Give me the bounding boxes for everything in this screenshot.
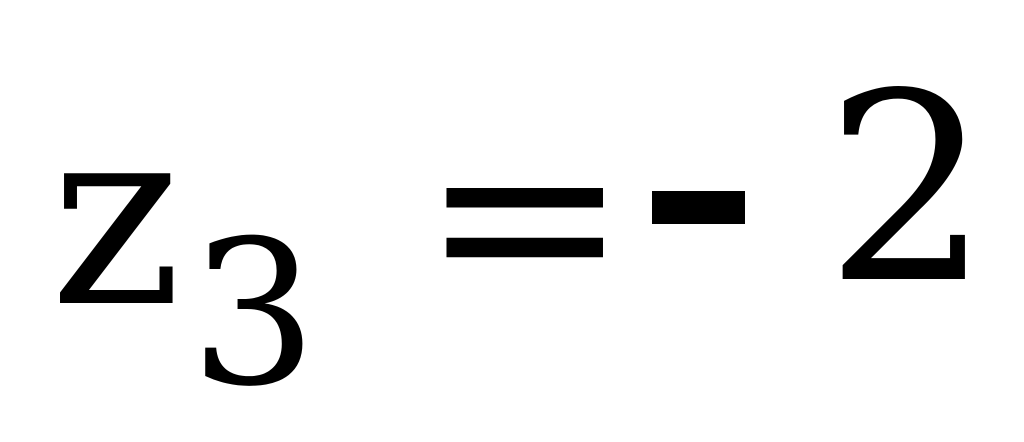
equation-value: 2 xyxy=(825,39,991,341)
minus-sign xyxy=(652,191,745,224)
equation-subscript: 3 xyxy=(190,198,318,431)
equation-variable: z xyxy=(50,71,182,362)
equals-sign: = xyxy=(420,69,630,360)
